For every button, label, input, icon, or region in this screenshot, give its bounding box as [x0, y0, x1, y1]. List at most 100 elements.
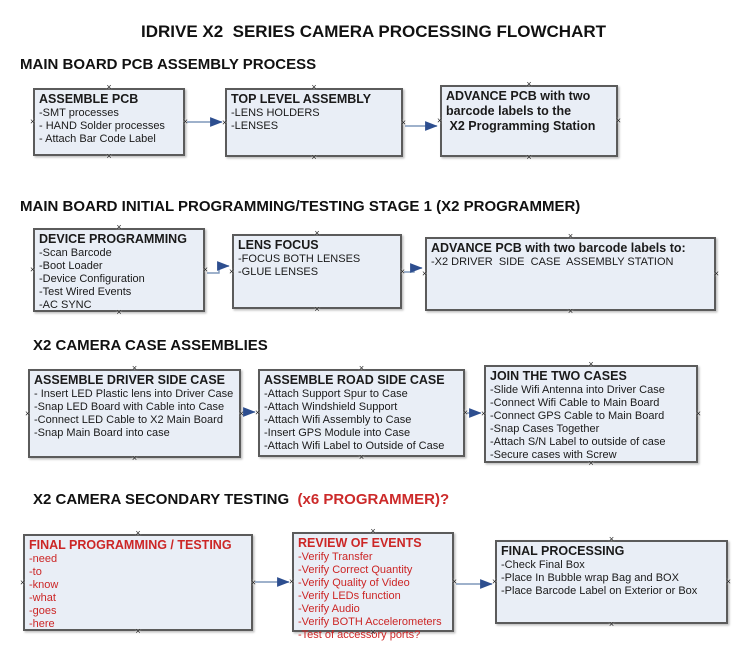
- box-items: -Verify Transfer-Verify Correct Quantity…: [298, 551, 448, 642]
- box-item: -GLUE LENSES: [238, 266, 319, 278]
- connection-point-icon: ×: [182, 116, 188, 127]
- connection-point-icon: ×: [311, 82, 317, 92]
- box-item: -Connect LED Cable to X2 Main Board: [34, 414, 223, 426]
- connection-point-icon: ×: [229, 266, 235, 276]
- box-item: -Verify Audio: [298, 603, 360, 615]
- box-item: -Test of accessory ports?: [298, 629, 421, 641]
- box-items: -SMT processes- HAND Solder processes- A…: [39, 107, 179, 146]
- box-item: -need: [29, 553, 58, 565]
- box-item: -goes: [29, 605, 57, 617]
- box-title: TOP LEVEL ASSEMBLY: [231, 92, 372, 106]
- connection-point-icon: ×: [422, 268, 428, 279]
- connection-point-icon: ×: [311, 152, 317, 162]
- section-header-initial-programming: MAIN BOARD INITIAL PROGRAMMING/TESTING S…: [20, 198, 581, 215]
- box-item: -Attach Wifi Assembly to Case: [264, 414, 412, 426]
- box-item: -know: [29, 579, 59, 591]
- connection-point-icon: ×: [30, 116, 36, 127]
- box-items: - Insert LED Plastic lens into Driver Ca…: [34, 388, 235, 440]
- box-item: -Attach Windshield Support: [264, 401, 398, 413]
- connection-point-icon: ×: [399, 266, 405, 276]
- connection-point-icon: ×: [481, 408, 487, 419]
- connection-point-icon: ×: [20, 577, 26, 587]
- box-item: -Check Final Box: [501, 559, 585, 571]
- box-item: -Slide Wifi Antenna into Driver Case: [490, 384, 665, 396]
- connection-point-icon: ×: [608, 534, 615, 544]
- box-item: -Verify Transfer: [298, 551, 373, 563]
- connection-point-icon: ×: [713, 268, 719, 279]
- box-items: -LENS HOLDERS-LENSES: [231, 107, 397, 133]
- box-title: LENS FOCUS: [238, 238, 319, 252]
- box-item: -Test Wired Events: [39, 286, 132, 298]
- box-item: - Attach Bar Code Label: [39, 133, 156, 145]
- connection-point-icon: ×: [222, 117, 228, 127]
- connection-point-icon: ×: [289, 576, 295, 587]
- connection-point-icon: ×: [30, 264, 36, 275]
- flow-box-review-of-events: REVIEW OF EVENTS -Verify Transfer-Verify…: [289, 527, 457, 642]
- box-item: -Attach Support Spur to Case: [264, 388, 408, 400]
- connection-point-icon: ×: [202, 264, 208, 275]
- box-item: -here: [29, 618, 55, 630]
- flow-arrow: [207, 261, 230, 274]
- flow-box-top-level-assembly: TOP LEVEL ASSEMBLY -LENS HOLDERS-LENSES …: [222, 83, 406, 162]
- box-items: -need-to-know-what-goes-here: [29, 553, 247, 631]
- box-item: -Snap LED Board with Cable into Case: [34, 401, 225, 413]
- box-item: -Boot Loader: [39, 260, 103, 272]
- page-title: IDRIVE X2 SERIES CAMERA PROCESSING FLOWC…: [140, 22, 607, 41]
- box-title: JOIN THE TWO CASES: [490, 369, 627, 383]
- connection-point-icon: ×: [462, 407, 468, 418]
- flow-box-advance-pcb-programming-station: ADVANCE PCB with two barcode labels to t…: [437, 80, 621, 162]
- box-items: -Check Final Box-Place In Bubble wrap Ba…: [501, 559, 722, 598]
- box-item: -Attach Wifi Label to Outside of Case: [264, 440, 445, 452]
- section-header-secondary-testing: X2 CAMERA SECONDARY TESTING (x6 PROGRAMM…: [33, 491, 449, 508]
- box-title: ASSEMBLE PCB: [39, 92, 139, 106]
- box-item: -Place In Bubble wrap Bag and BOX: [501, 572, 679, 584]
- box-item: -SMT processes: [39, 107, 119, 119]
- connection-point-icon: ×: [615, 115, 621, 126]
- connection-point-icon: ×: [526, 79, 532, 89]
- flow-box-assemble-road-side-case: ASSEMBLE ROAD SIDE CASE -Attach Support …: [255, 364, 468, 462]
- section-header-red-part: (x6 PROGRAMMER)?: [293, 491, 450, 508]
- connection-point-icon: ×: [250, 577, 256, 587]
- flow-box-final-programming-testing: FINAL PROGRAMMING / TESTING -need-to-kno…: [20, 529, 256, 636]
- box-items: -FOCUS BOTH LENSES-GLUE LENSES: [238, 253, 396, 279]
- box-items: -X2 DRIVER SIDE CASE ASSEMBLY STATION: [431, 256, 710, 269]
- connection-point-icon: ×: [567, 306, 574, 316]
- box-item: -FOCUS BOTH LENSES: [238, 253, 361, 265]
- box-items: -Slide Wifi Antenna into Driver Case-Con…: [490, 384, 692, 462]
- box-item: -Verify Quality of Video: [298, 577, 410, 589]
- box-item: -to: [29, 566, 42, 578]
- box-item: - HAND Solder processes: [39, 120, 165, 132]
- connection-point-icon: ×: [106, 151, 112, 161]
- connection-point-icon: ×: [116, 222, 122, 232]
- box-item: - Insert LED Plastic lens into Driver Ca…: [34, 388, 234, 400]
- box-items: -Attach Support Spur to Case-Attach Wind…: [264, 388, 459, 453]
- box-items: -Scan Barcode-Boot Loader-Device Configu…: [39, 247, 199, 312]
- flow-arrow: [404, 263, 423, 273]
- box-item: -Scan Barcode: [39, 247, 112, 259]
- connection-point-icon: ×: [451, 576, 457, 587]
- connection-point-icon: ×: [238, 408, 244, 418]
- connection-point-icon: ×: [358, 452, 365, 462]
- connection-point-icon: ×: [370, 526, 376, 536]
- connection-point-icon: ×: [135, 528, 141, 538]
- connection-point-icon: ×: [314, 228, 320, 238]
- connection-point-icon: ×: [314, 304, 320, 314]
- section-header-case-assemblies: X2 CAMERA CASE ASSEMBLIES: [33, 337, 268, 354]
- connection-point-icon: ×: [437, 115, 443, 126]
- box-title: FINAL PROGRAMMING / TESTING: [29, 538, 232, 552]
- flow-box-lens-focus: LENS FOCUS -FOCUS BOTH LENSES-GLUE LENSE…: [229, 229, 405, 314]
- flow-box-assemble-driver-side-case: ASSEMBLE DRIVER SIDE CASE - Insert LED P…: [25, 364, 244, 463]
- box-item: -Verify LEDs function: [298, 590, 401, 602]
- box-title: ADVANCE PCB with two barcode labels to t…: [446, 89, 596, 133]
- box-item: -Connect Wifi Cable to Main Board: [490, 397, 660, 409]
- flow-box-final-processing: FINAL PROCESSING -Check Final Box-Place …: [492, 535, 731, 629]
- box-item: -LENSES: [231, 120, 279, 132]
- box-item: -Verify Correct Quantity: [298, 564, 413, 576]
- flow-box-join-the-two-cases: JOIN THE TWO CASES -Slide Wifi Antenna i…: [481, 360, 701, 468]
- box-title: REVIEW OF EVENTS: [298, 536, 422, 550]
- connection-point-icon: ×: [358, 363, 365, 373]
- section-header-black-part: X2 CAMERA SECONDARY TESTING: [33, 491, 294, 508]
- box-item: -Attach S/N Label to outside of case: [490, 436, 666, 448]
- section-header-pcb-assembly: MAIN BOARD PCB ASSEMBLY PROCESS: [20, 56, 317, 73]
